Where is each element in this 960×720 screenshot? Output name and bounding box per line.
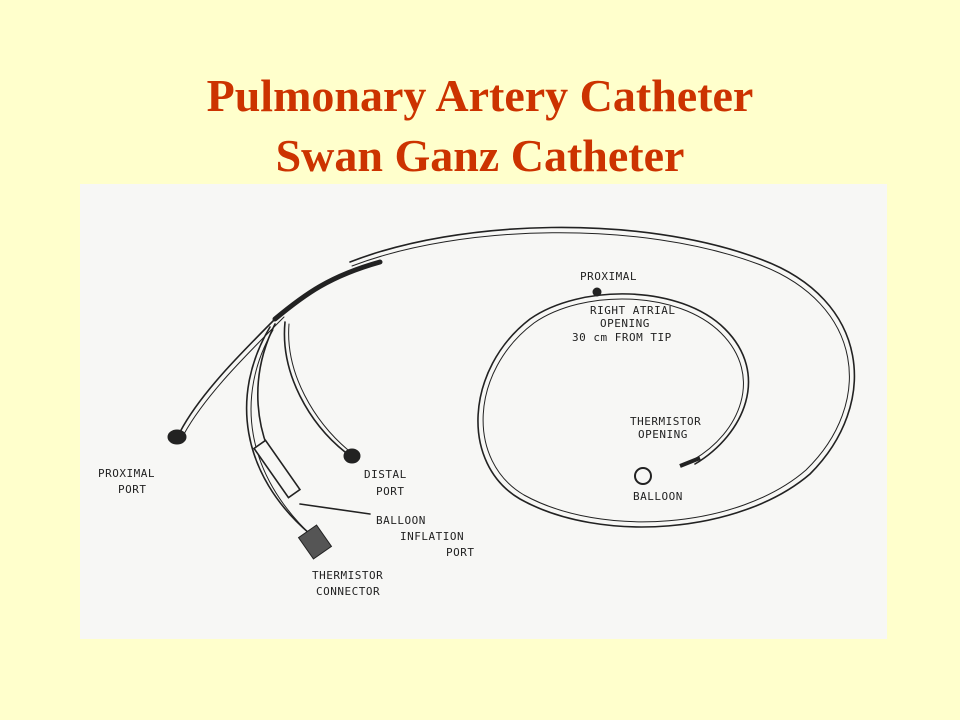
label-ra-opening-1: RIGHT ATRIAL [590, 304, 675, 317]
label-proximal-port-2: PORT [118, 483, 147, 496]
thermistor-opening-marker [679, 456, 701, 468]
label-thermistor-opening-1: THERMISTOR [630, 415, 701, 428]
label-balloon-port-2: INFLATION [400, 530, 464, 543]
distal-port-tip [343, 448, 361, 464]
catheter-drawing: PROXIMAL PORT DISTAL PORT BALLOON INFLAT… [98, 226, 855, 598]
slide-title: Pulmonary Artery Catheter Swan Ganz Cath… [0, 66, 960, 186]
label-thermistor-opening-2: OPENING [638, 428, 688, 441]
balloon-tip [634, 467, 652, 485]
label-proximal-port-1: PROXIMAL [98, 467, 155, 480]
label-ra-opening-2: OPENING [600, 317, 650, 330]
catheter-outer-loop [349, 226, 855, 528]
title-line-2: Swan Ganz Catheter [275, 130, 685, 181]
catheter-diagram: PROXIMAL PORT DISTAL PORT BALLOON INFLAT… [80, 184, 887, 639]
thermistor-line [245, 326, 311, 535]
label-distal-port-2: PORT [376, 485, 405, 498]
title-line-1: Pulmonary Artery Catheter [206, 70, 754, 121]
label-ra-opening-3: 30 cm FROM TIP [572, 331, 672, 344]
label-thermistor-connector-1: THERMISTOR [312, 569, 383, 582]
distal-port-line [283, 321, 346, 453]
label-balloon: BALLOON [633, 490, 683, 503]
label-proximal: PROXIMAL [580, 270, 637, 283]
catheter-bundle [272, 259, 383, 322]
proximal-port-line [179, 313, 281, 433]
label-balloon-port-1: BALLOON [376, 514, 426, 527]
label-thermistor-connector-2: CONNECTOR [316, 585, 380, 598]
proximal-port-tip [167, 429, 187, 445]
proximal-marker [592, 287, 602, 297]
thermistor-connector-plug [297, 524, 333, 560]
label-distal-port-1: DISTAL [364, 468, 407, 481]
balloon-syringe [252, 439, 302, 499]
label-balloon-port-3: PORT [446, 546, 475, 559]
